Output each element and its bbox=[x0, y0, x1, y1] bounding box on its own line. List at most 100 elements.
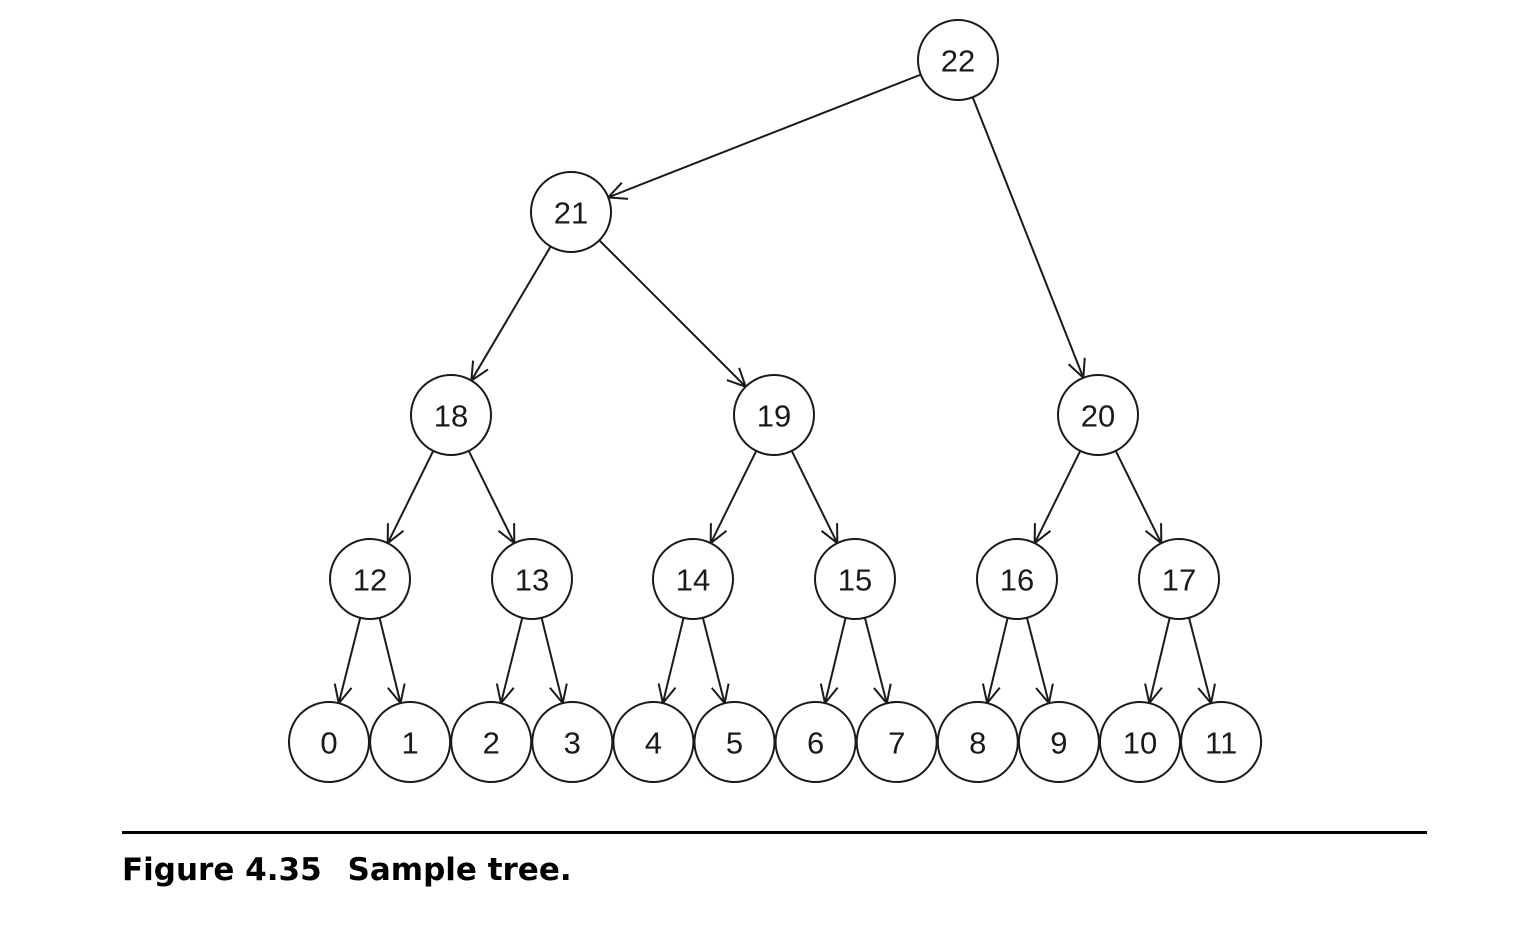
node-circle bbox=[814, 538, 896, 620]
edge-line bbox=[467, 450, 516, 544]
node-circle bbox=[612, 701, 695, 783]
edge-line bbox=[1033, 450, 1082, 544]
tree-node-19: 19 bbox=[733, 374, 815, 456]
node-circle bbox=[1180, 701, 1263, 783]
node-circle bbox=[855, 701, 938, 783]
node-circle bbox=[288, 701, 370, 783]
edge-13-2 bbox=[495, 617, 524, 706]
tree-node-14: 14 bbox=[652, 538, 734, 620]
edge-line bbox=[701, 617, 726, 704]
figure-caption: Figure 4.35 Sample tree. bbox=[122, 852, 572, 888]
node-label: 4 bbox=[645, 726, 662, 761]
node-label: 7 bbox=[888, 726, 905, 761]
edge-16-9 bbox=[1025, 617, 1054, 706]
node-label: 3 bbox=[564, 726, 581, 761]
edge-19-15 bbox=[790, 450, 839, 546]
tree-node-16: 16 bbox=[976, 538, 1058, 620]
tree-node-12: 12 bbox=[329, 538, 411, 620]
node-circle bbox=[1099, 701, 1181, 783]
edge-22-20 bbox=[971, 96, 1086, 380]
node-label: 1 bbox=[401, 726, 418, 761]
node-circle bbox=[693, 701, 776, 783]
edge-line bbox=[661, 617, 685, 704]
edge-14-5 bbox=[701, 617, 730, 706]
node-circle bbox=[1057, 374, 1139, 456]
edge-21-18 bbox=[470, 245, 552, 383]
edge-13-3 bbox=[540, 617, 568, 706]
edge-17-11 bbox=[1188, 617, 1216, 706]
edge-19-14 bbox=[709, 450, 758, 546]
edge-line bbox=[709, 450, 758, 544]
edge-line bbox=[790, 450, 839, 544]
tree-node-4: 4 bbox=[612, 701, 695, 783]
tree-node-5: 5 bbox=[693, 701, 776, 783]
edge-20-16 bbox=[1033, 450, 1082, 546]
tree-node-0: 0 bbox=[288, 701, 370, 783]
node-label: 17 bbox=[1162, 563, 1196, 598]
node-label: 21 bbox=[554, 196, 588, 231]
tree-node-9: 9 bbox=[1017, 701, 1100, 783]
node-circle bbox=[936, 701, 1019, 783]
edge-line bbox=[1148, 617, 1171, 704]
node-circle bbox=[530, 171, 612, 253]
edge-line bbox=[986, 617, 1009, 704]
tree-node-13: 13 bbox=[491, 538, 573, 620]
tree-node-1: 1 bbox=[369, 701, 452, 783]
tree-node-17: 17 bbox=[1138, 538, 1220, 620]
edge-18-13 bbox=[467, 450, 516, 546]
edge-line bbox=[1025, 617, 1050, 704]
tree-node-2: 2 bbox=[450, 701, 533, 783]
node-circle bbox=[329, 538, 411, 620]
node-label: 0 bbox=[320, 726, 337, 761]
node-circle bbox=[1017, 701, 1100, 783]
edge-12-0 bbox=[333, 617, 362, 706]
node-label: 14 bbox=[676, 563, 710, 598]
node-label: 13 bbox=[515, 563, 549, 598]
node-circle bbox=[450, 701, 533, 783]
tree-node-10: 10 bbox=[1099, 701, 1181, 783]
node-label: 2 bbox=[483, 726, 500, 761]
node-label: 12 bbox=[353, 563, 387, 598]
edges-layer bbox=[333, 73, 1216, 706]
node-circle bbox=[733, 374, 815, 456]
node-circle bbox=[774, 701, 857, 783]
edge-line bbox=[824, 617, 847, 704]
edge-line bbox=[863, 617, 888, 704]
tree-node-20: 20 bbox=[1057, 374, 1139, 456]
edge-15-7 bbox=[863, 617, 892, 706]
node-label: 16 bbox=[1000, 563, 1034, 598]
edge-line bbox=[1114, 450, 1163, 544]
node-label: 20 bbox=[1081, 399, 1115, 434]
edge-line bbox=[337, 617, 362, 704]
node-label: 19 bbox=[757, 399, 791, 434]
node-label: 6 bbox=[807, 726, 824, 761]
node-label: 11 bbox=[1205, 726, 1237, 761]
tree-node-18: 18 bbox=[410, 374, 492, 456]
tree-node-3: 3 bbox=[531, 701, 614, 783]
edge-line bbox=[540, 617, 564, 704]
tree-node-7: 7 bbox=[855, 701, 938, 783]
edge-line bbox=[470, 245, 552, 382]
node-circle bbox=[531, 701, 614, 783]
edge-22-21 bbox=[606, 73, 922, 200]
edge-line bbox=[378, 617, 402, 704]
node-circle bbox=[1138, 538, 1220, 620]
node-label: 10 bbox=[1123, 726, 1157, 761]
node-circle bbox=[917, 19, 999, 101]
edge-line bbox=[1188, 617, 1213, 704]
edge-17-10 bbox=[1144, 617, 1171, 706]
node-label: 5 bbox=[726, 726, 743, 761]
edge-18-12 bbox=[386, 450, 435, 546]
node-label: 22 bbox=[941, 44, 975, 79]
node-label: 15 bbox=[838, 563, 872, 598]
tree-node-6: 6 bbox=[774, 701, 857, 783]
node-label: 9 bbox=[1050, 726, 1067, 761]
edge-line bbox=[598, 239, 747, 388]
node-circle bbox=[369, 701, 452, 783]
figure-label: Figure 4.35 bbox=[122, 852, 322, 888]
caption-rule bbox=[122, 831, 1427, 834]
tree-node-22: 22 bbox=[917, 19, 999, 101]
node-circle bbox=[491, 538, 573, 620]
